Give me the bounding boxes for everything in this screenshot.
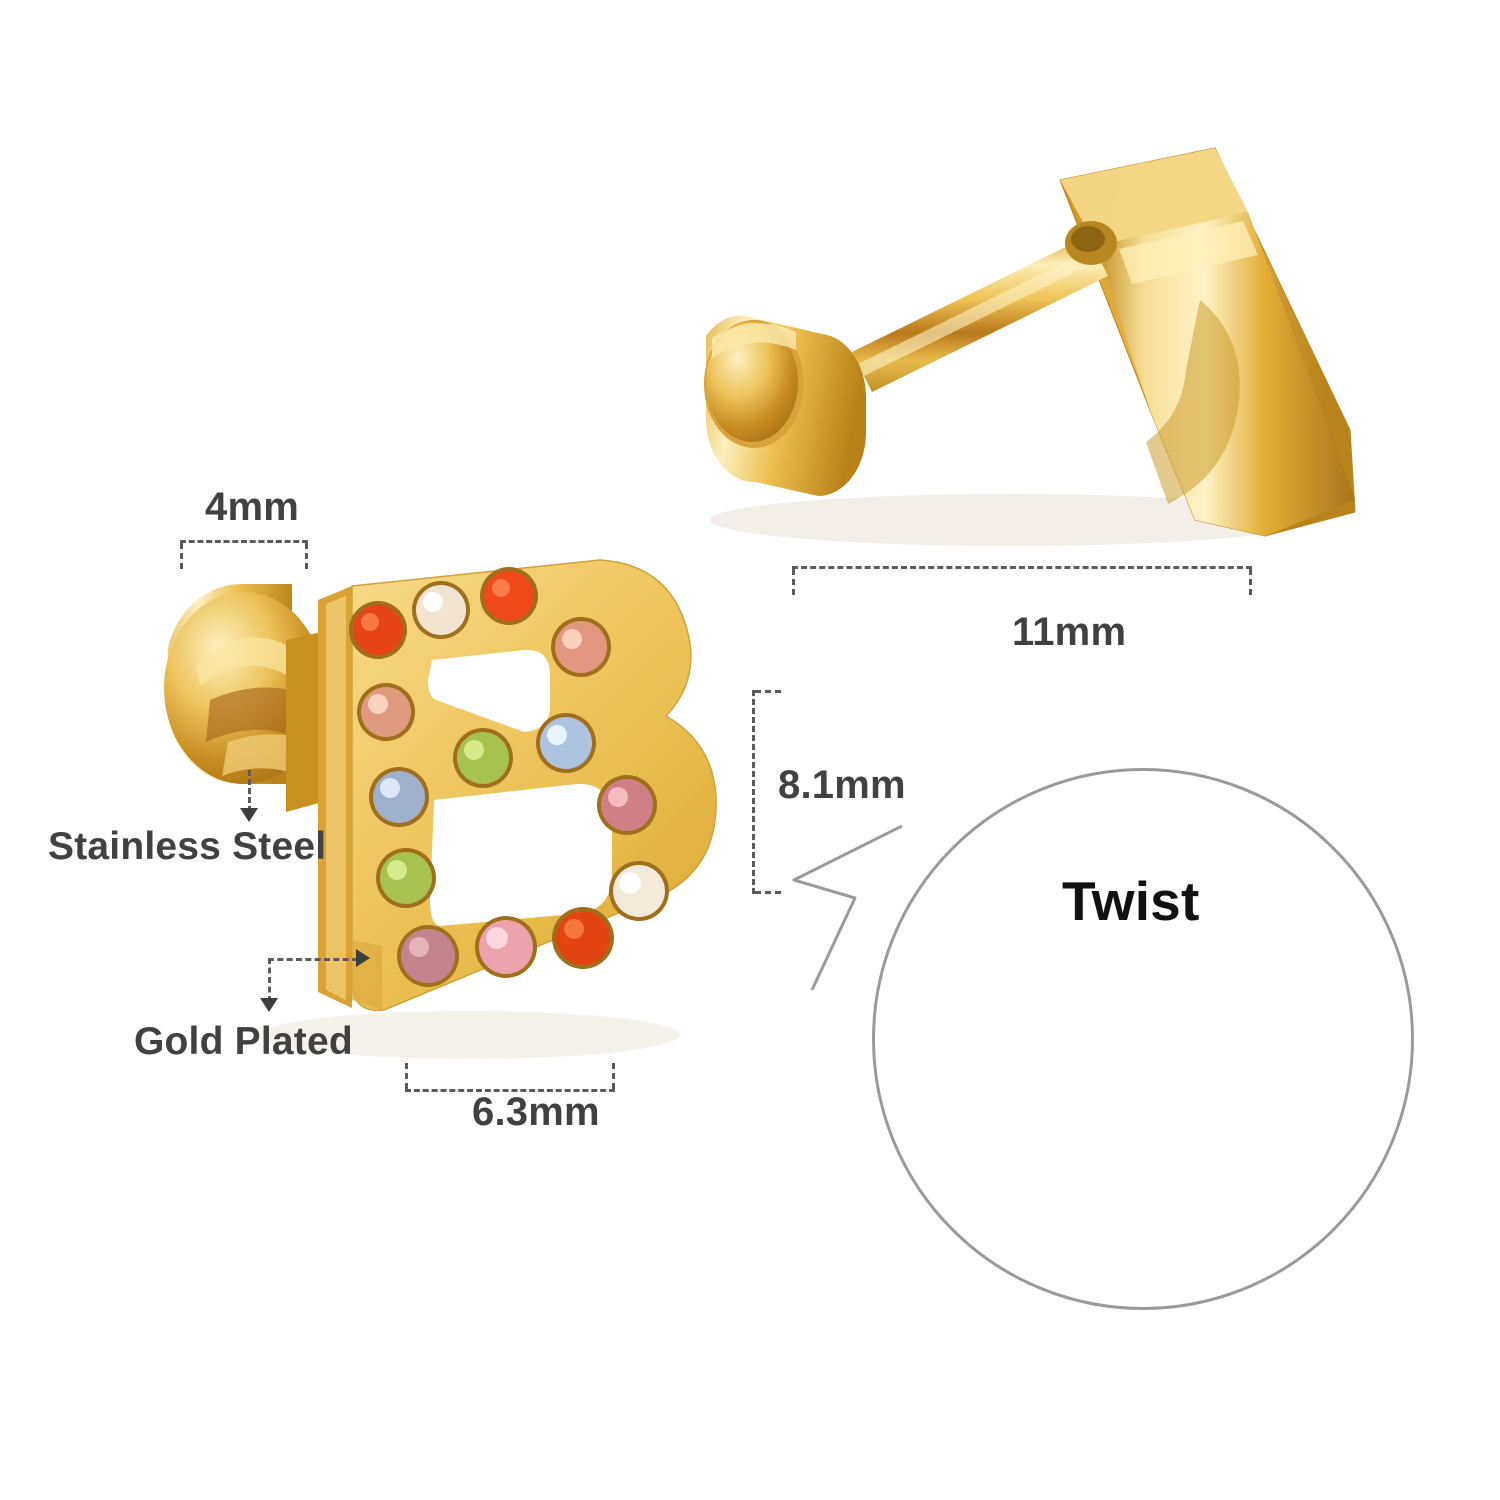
back-disc [704,315,866,496]
dimension-label-4mm: 4mm [205,485,299,529]
gold-plated-arrowhead-right [356,949,370,967]
earring-side-view [704,147,1356,546]
gemstone [453,728,513,788]
twist-callout-circle [872,768,1414,1310]
screw-thread [1065,221,1117,265]
earring-post [852,236,1108,392]
dimension-bracket-4mm [180,540,308,569]
earring-front-view [164,559,717,1059]
callout-label-stainless-steel: Stainless Steel [48,825,327,868]
gemstone [412,581,470,639]
letter-plate-edge [1059,147,1356,537]
gemstone [349,601,407,659]
gold-plated-arrowhead-down [260,998,278,1012]
gemstone [376,848,436,908]
callout-label-gold-plated: Gold Plated [134,1020,353,1063]
dimension-label-8-1mm: 8.1mm [778,763,906,807]
stainless-steel-arrowhead [240,808,258,822]
gemstone [536,713,596,773]
dimension-bracket-8-1mm [752,690,781,894]
gemstone [357,683,415,741]
gemstone-cluster [349,567,669,987]
gemstone [397,925,459,987]
dimension-bracket-6-3mm [405,1063,615,1092]
gemstone [369,767,429,827]
gemstone [597,775,657,835]
twist-label: Twist [1062,870,1200,932]
dimension-label-11mm: 11mm [1012,610,1127,654]
gold-plated-leader-vertical [268,958,271,1002]
gemstone [609,861,669,921]
callout-pointer [792,824,903,991]
letter-b-side-wall [318,586,352,1008]
gemstone [480,567,538,625]
gold-plated-leader-horizontal [268,958,358,961]
stainless-steel-leader [248,770,251,812]
gemstone [551,617,611,677]
gemstone [475,916,537,978]
gemstone [552,907,614,969]
dimension-label-6-3mm: 6.3mm [472,1090,600,1134]
dimension-bracket-11mm [792,566,1252,595]
